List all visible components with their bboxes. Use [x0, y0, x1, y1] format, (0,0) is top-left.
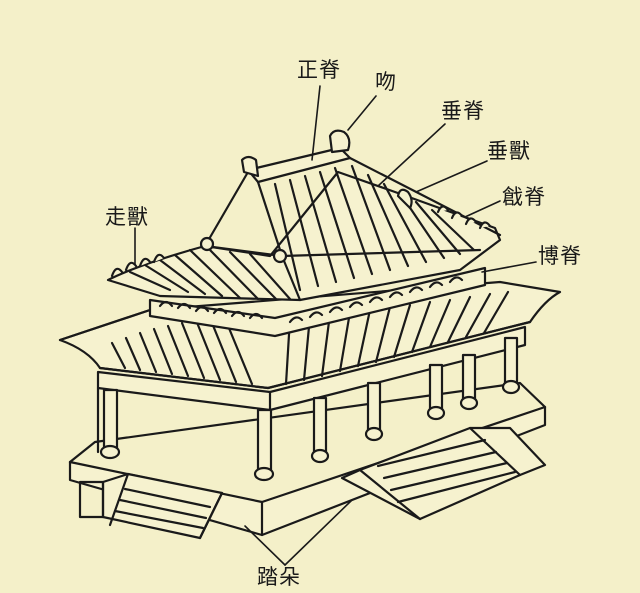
wen-ornament: [328, 129, 351, 154]
leader-lines: [134, 85, 537, 566]
columns: [99, 336, 521, 482]
label-boji: 博脊: [538, 244, 582, 268]
zoushou-ornament: [110, 253, 166, 278]
bracket-band: [148, 266, 487, 338]
chuishou-ornament: [396, 188, 413, 210]
label-wen: 吻: [375, 70, 397, 94]
label-chuishou: 垂獸: [487, 139, 531, 163]
label-chuiji: 垂脊: [441, 99, 485, 123]
label-zoushou: 走獸: [105, 205, 149, 229]
label-qiangji: 戧脊: [502, 185, 546, 209]
side-steps: [340, 426, 547, 521]
upper-roof: [106, 146, 502, 302]
hall-body: [96, 325, 527, 454]
roof-ornaments: [110, 129, 492, 278]
platform: [68, 381, 547, 540]
label-taduo: 踏朵: [257, 565, 301, 589]
label-zhengji: 正脊: [297, 58, 341, 82]
